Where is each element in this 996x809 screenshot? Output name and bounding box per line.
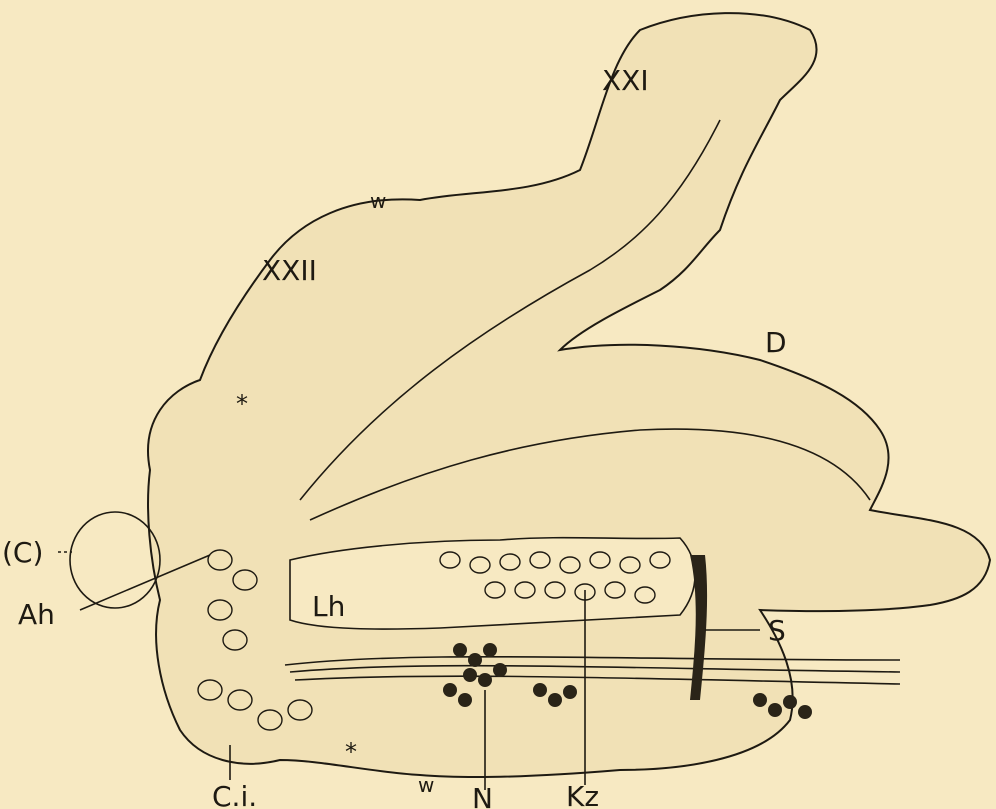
- label-xxii: XXII: [262, 254, 317, 287]
- label-s: S: [768, 614, 786, 647]
- label-ah: Ah: [18, 598, 55, 631]
- label-d: D: [765, 326, 787, 359]
- label-c: (C): [2, 536, 43, 569]
- label-lh: Lh: [312, 590, 345, 623]
- label-w-bottom: w: [418, 773, 434, 797]
- label-star-bottom: *: [345, 738, 357, 766]
- lumen-cavity: [290, 538, 695, 629]
- label-ci: C.i.: [212, 780, 257, 809]
- label-n: N: [472, 782, 493, 809]
- label-star-top: *: [236, 390, 248, 418]
- label-kz: Kz: [566, 780, 599, 809]
- c-ellipse: [70, 512, 160, 608]
- label-xxi: XXI: [602, 64, 649, 97]
- label-w-top: w: [370, 189, 386, 213]
- tissue-outline: [148, 13, 990, 777]
